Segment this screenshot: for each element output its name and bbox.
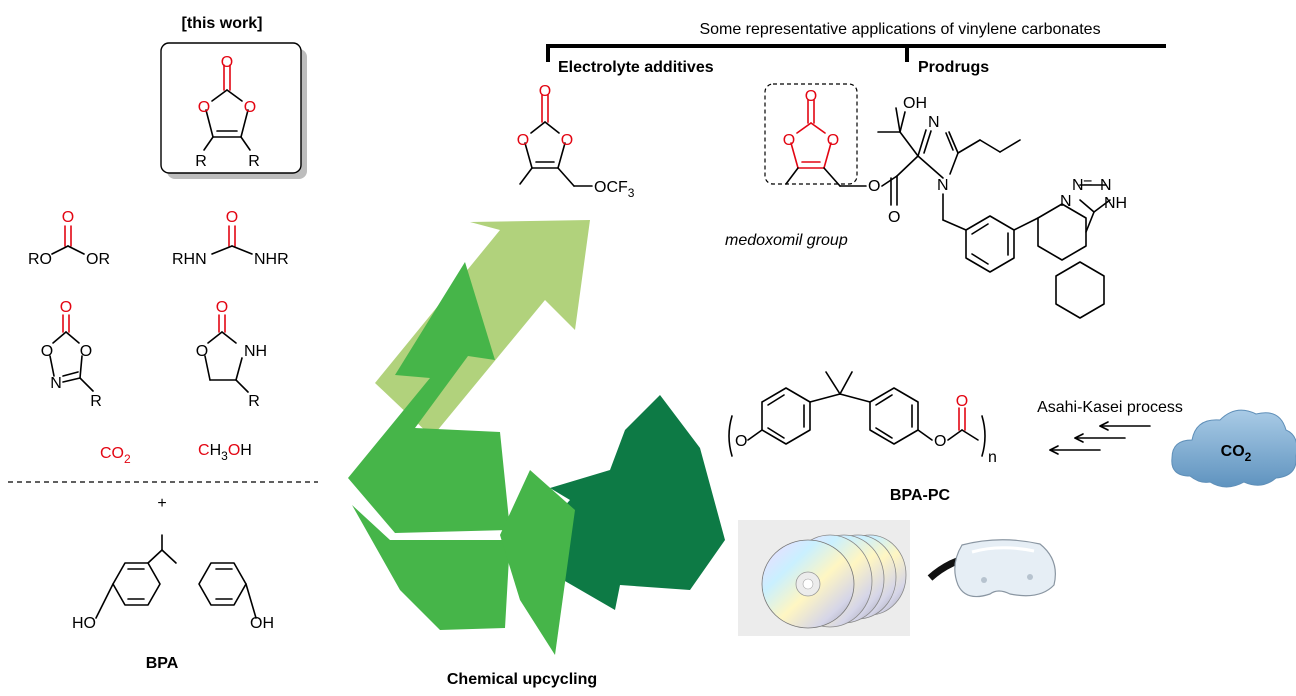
svg-text:O: O xyxy=(244,99,256,116)
medoxomil-group-label: medoxomil group xyxy=(725,232,848,249)
ocf3-label: OCF3 xyxy=(594,179,635,200)
vinylene-carbonate-box: O O O R R xyxy=(160,42,307,179)
recycle-arrow-mid-bottom xyxy=(352,505,510,630)
olmesartan-medoxomil-structure: O O O O O N N OH xyxy=(764,83,1127,319)
urea-rhn: RHN xyxy=(172,251,207,268)
recycle-arrow-dark xyxy=(520,395,725,610)
svg-text:O: O xyxy=(60,299,72,316)
svg-text:O: O xyxy=(805,88,817,105)
svg-text:O: O xyxy=(539,83,551,100)
svg-text:=: = xyxy=(1083,175,1092,192)
oh-label: OH xyxy=(903,95,927,112)
svg-text:O: O xyxy=(561,132,573,149)
cloud-co2-label: CO2 xyxy=(1221,443,1252,464)
svg-text:N: N xyxy=(1072,177,1084,194)
svg-text:O: O xyxy=(934,433,946,450)
carbonate-ro-left: RO xyxy=(28,251,52,268)
svg-text:O: O xyxy=(735,433,747,450)
svg-text:O: O xyxy=(221,54,233,71)
applications-bracket xyxy=(546,44,1166,62)
svg-text:O: O xyxy=(783,132,795,149)
urea-nhr: NHR xyxy=(254,251,289,268)
svg-text:N: N xyxy=(1060,193,1072,210)
svg-text:N: N xyxy=(937,177,949,194)
vc-r-right: R xyxy=(248,153,260,170)
this-work-label: [this work] xyxy=(182,15,263,32)
co2-formula: CO2 xyxy=(100,445,131,466)
svg-text:O: O xyxy=(41,343,53,360)
bpa-structure: HO OH xyxy=(72,534,274,632)
co2-cloud: CO2 xyxy=(1171,409,1296,488)
svg-text:O: O xyxy=(196,343,208,360)
bpa-label: BPA xyxy=(146,655,179,672)
svg-text:N: N xyxy=(1100,177,1112,194)
svg-text:O: O xyxy=(956,393,968,410)
process-arrows xyxy=(1049,421,1151,455)
safety-goggles-image xyxy=(927,539,1056,598)
applications-title: Some representative applications of viny… xyxy=(699,21,1100,38)
urea-structure: O RHN NHR xyxy=(172,209,289,268)
asahi-kasei-label: Asahi-Kasei process xyxy=(1037,399,1183,416)
polymer-n: n xyxy=(988,449,997,466)
oxazolidinone-structure: O O NH R xyxy=(196,299,267,410)
svg-text:O: O xyxy=(198,99,210,116)
svg-text:O: O xyxy=(868,178,880,195)
svg-text:O: O xyxy=(226,209,238,226)
svg-text:O: O xyxy=(827,132,839,149)
recycle-arrow-mid-tip xyxy=(500,470,575,655)
dialkyl-carbonate-structure: O RO OR xyxy=(28,209,110,268)
prodrugs-label: Prodrugs xyxy=(918,59,989,76)
bpa-oh: OH xyxy=(250,615,274,632)
svg-text:O: O xyxy=(517,132,529,149)
oxadiazolone-r: R xyxy=(90,393,102,410)
svg-text:O: O xyxy=(888,209,900,226)
vc-r-left: R xyxy=(195,153,207,170)
oxazolidinone-nh: NH xyxy=(244,343,267,360)
oxadiazolone-structure: O O O N R xyxy=(41,299,102,410)
bpa-pc-structure: O O O n xyxy=(728,371,997,466)
medoxomil-dashed-box xyxy=(764,83,858,185)
plus-sign: + xyxy=(157,495,166,512)
methanol-formula: CH3OH xyxy=(198,442,252,463)
svg-text:O: O xyxy=(80,343,92,360)
carbonate-or-right: OR xyxy=(86,251,110,268)
electrolyte-additives-label: Electrolyte additives xyxy=(558,59,714,76)
chemical-upcycling-title: Chemical upcycling xyxy=(447,671,597,688)
tetrazole-nh: NH xyxy=(1104,195,1127,212)
svg-text:O: O xyxy=(216,299,228,316)
cd-stack-image xyxy=(738,520,910,636)
svg-text:N: N xyxy=(928,114,940,131)
vinylene-carbonate-structure xyxy=(203,64,251,151)
bpa-pc-label: BPA-PC xyxy=(890,487,951,504)
bpa-ho: HO xyxy=(72,615,96,632)
recycle-arrow-mid xyxy=(348,262,510,533)
svg-text:N: N xyxy=(50,375,62,392)
oxazolidinone-r: R xyxy=(248,393,260,410)
recycle-symbol xyxy=(348,220,725,655)
svg-text:O: O xyxy=(62,209,74,226)
electrolyte-additive-structure: O O O OCF3 xyxy=(517,83,635,200)
